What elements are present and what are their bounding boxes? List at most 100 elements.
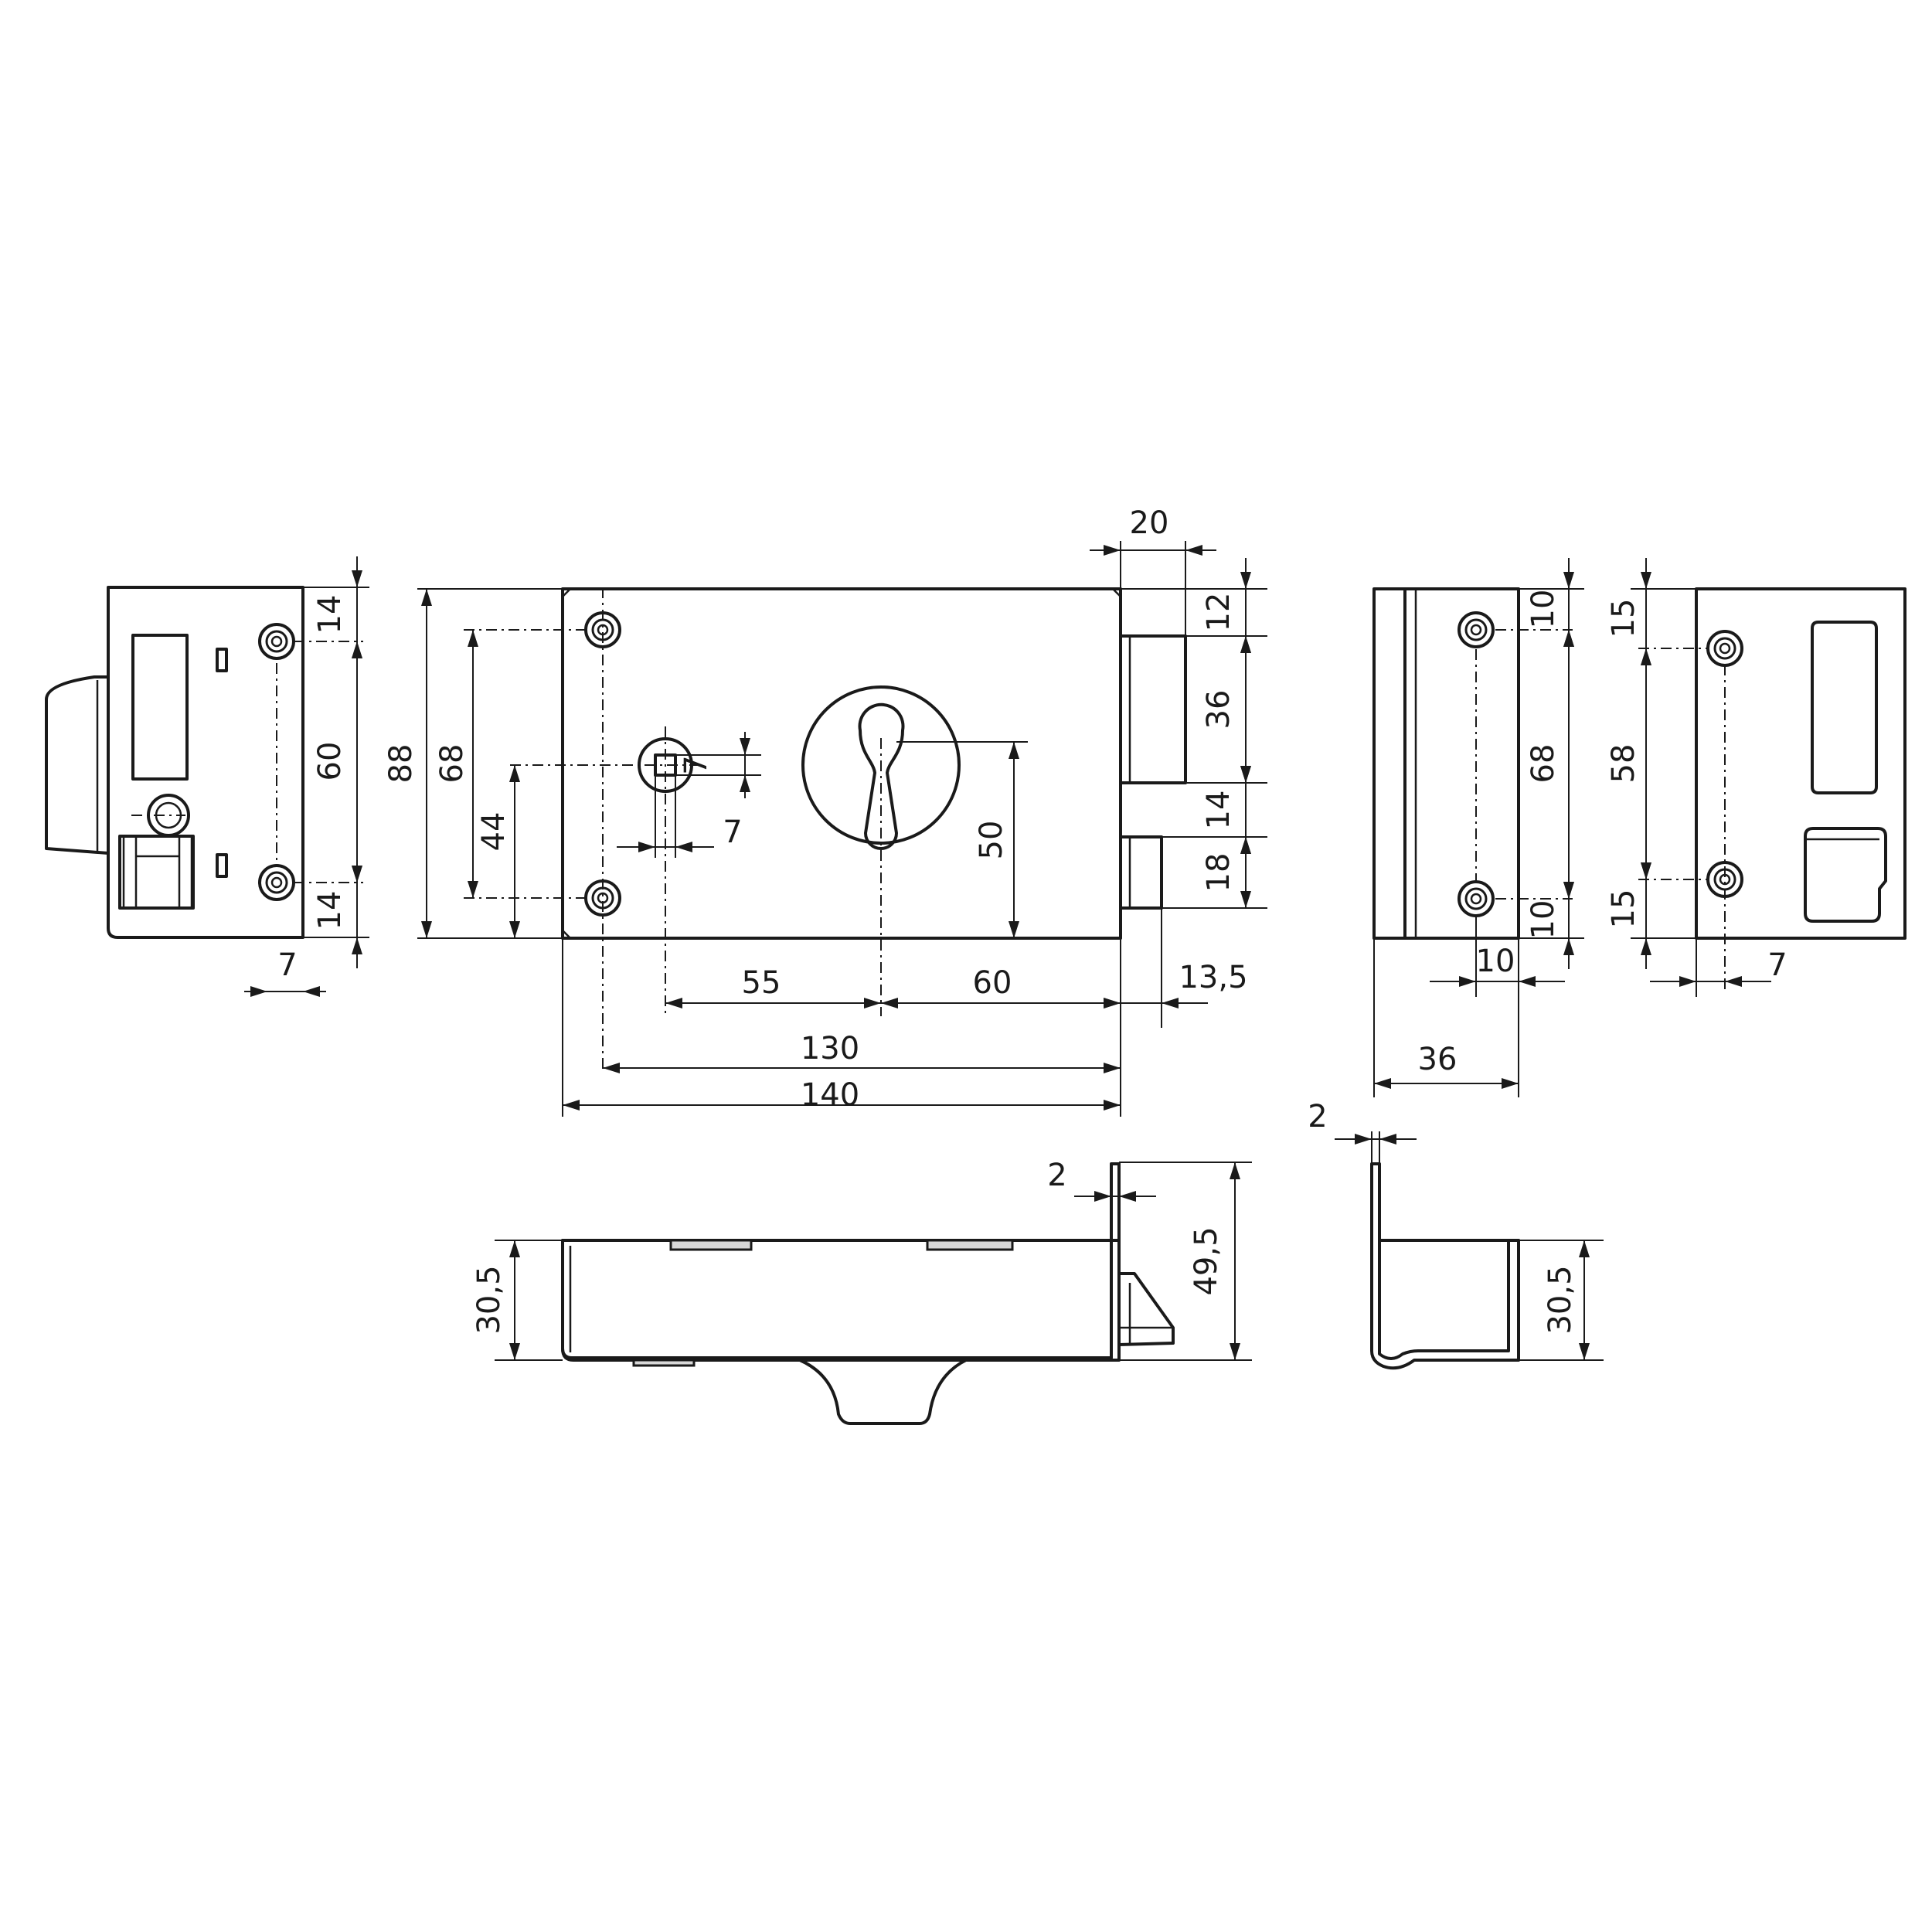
arrowhead (1240, 837, 1251, 854)
arrowhead (509, 1343, 520, 1360)
arrowhead (1679, 976, 1696, 987)
front-view (417, 541, 1267, 1117)
dim-keeper-side-edge-offset: 10 (1476, 944, 1515, 979)
arrowhead (1563, 882, 1574, 899)
arrowhead (1119, 1191, 1136, 1202)
dim-front-cylinder-height: 50 (974, 821, 1009, 860)
arrowhead (1230, 1343, 1240, 1360)
left-side-view (45, 586, 369, 939)
arrowhead (352, 937, 362, 954)
dim-keeper-front-top-offset: 15 (1606, 599, 1641, 638)
arrowhead (881, 998, 898, 1009)
arrowhead (665, 998, 682, 1009)
dim-left-top-offset: 14 (312, 595, 348, 634)
arrowhead (1641, 862, 1651, 879)
dim-keeper-front-bottom-offset: 15 (1606, 889, 1641, 929)
arrowhead (1230, 1162, 1240, 1179)
dim-front-latch-height: 18 (1201, 853, 1236, 893)
screw-icon (258, 864, 295, 901)
dim-front-follower-square: 7 (679, 755, 714, 774)
keeper-bottom-view (1370, 1131, 1604, 1370)
arrowhead (421, 589, 432, 606)
keeper-front-view (1631, 587, 1906, 997)
arrowhead (675, 842, 692, 852)
arrowhead (1009, 921, 1019, 938)
arrowhead (1519, 976, 1536, 987)
dim-front-backset-cylinder: 60 (973, 965, 1012, 1001)
arrowhead (864, 998, 881, 1009)
dim-front-bolt-top: 12 (1201, 593, 1236, 632)
arrowhead (1104, 545, 1121, 556)
dim-keeper-bottom-case-height: 30,5 (1543, 1265, 1578, 1334)
arrowhead (1009, 742, 1019, 759)
dim-left-hole-spacing: 60 (312, 742, 348, 781)
dim-front-backset-follower: 55 (742, 965, 781, 1001)
arrowhead (468, 630, 478, 647)
dim-bottom-plate-thickness: 2 (1047, 1158, 1066, 1193)
dim-keeper-front-hole-spacing: 58 (1606, 744, 1641, 784)
arrowhead (1641, 938, 1651, 955)
arrowhead (1240, 572, 1251, 589)
dim-front-width: 140 (801, 1077, 859, 1113)
screw-icon (1458, 611, 1495, 648)
dim-front-hole-spacing-h: 130 (801, 1031, 859, 1066)
dimension-labels: 14 60 14 7 88 68 44 7 7 50 20 12 36 14 1… (277, 505, 1787, 1335)
arrowhead (1563, 938, 1574, 955)
arrowhead (1374, 1078, 1391, 1089)
arrowhead (1563, 572, 1574, 589)
arrowhead (1579, 1343, 1590, 1360)
dim-front-hole-spacing-v: 68 (434, 744, 470, 784)
arrowhead (740, 775, 750, 792)
dim-left-edge-offset: 7 (277, 947, 297, 983)
dim-bottom-total-height: 49,5 (1189, 1226, 1224, 1295)
arrowhead (1563, 630, 1574, 647)
dim-front-follower-offset: 7 (723, 815, 742, 850)
dim-keeper-side-depth: 36 (1418, 1042, 1458, 1077)
dim-keeper-side-bottom-offset: 10 (1526, 900, 1561, 940)
dim-keeper-front-edge-offset: 7 (1767, 947, 1787, 983)
dim-front-height: 88 (383, 744, 419, 784)
dim-bottom-case-height: 30,5 (471, 1265, 507, 1334)
screw-icon (1458, 880, 1495, 917)
dim-front-follower-height: 44 (476, 812, 512, 852)
arrowhead (563, 1100, 580, 1111)
arrowhead (1355, 1134, 1372, 1145)
dim-keeper-side-top-offset: 10 (1526, 590, 1561, 629)
arrowhead (1502, 1078, 1519, 1089)
bottom-view (495, 1162, 1252, 1425)
arrowhead (1240, 891, 1251, 908)
arrowhead (352, 866, 362, 883)
arrowhead (352, 570, 362, 587)
dim-keeper-side-hole-spacing: 68 (1526, 744, 1561, 784)
arrowhead (1725, 976, 1742, 987)
arrowhead (1094, 1191, 1111, 1202)
arrowhead (1240, 766, 1251, 783)
arrowhead (1104, 1100, 1121, 1111)
arrowhead (1579, 1240, 1590, 1257)
arrowhead (1641, 648, 1651, 665)
dim-keeper-bottom-plate-thickness: 2 (1308, 1099, 1327, 1134)
arrowhead (740, 738, 750, 755)
arrowhead (1104, 1063, 1121, 1073)
arrowhead (509, 1240, 520, 1257)
arrowhead (1104, 998, 1121, 1009)
dim-front-bolt-projection: 13,5 (1179, 960, 1247, 995)
arrowhead (1162, 998, 1179, 1009)
arrowhead (1240, 636, 1251, 653)
arrowhead (1185, 545, 1202, 556)
arrowhead (1379, 1134, 1396, 1145)
arrowhead (509, 765, 520, 782)
arrowhead (250, 986, 267, 997)
dim-front-bolt-width: 20 (1130, 505, 1169, 541)
arrowhead (468, 881, 478, 898)
arrowhead (421, 921, 432, 938)
dim-front-latch-gap: 14 (1201, 791, 1236, 830)
keeper-side-view (1372, 587, 1584, 1097)
arrowhead (509, 921, 520, 938)
arrowhead (1641, 572, 1651, 589)
arrowhead (638, 842, 655, 852)
dim-front-bolt-height: 36 (1201, 690, 1236, 730)
arrowhead (352, 641, 362, 658)
arrowhead (1459, 976, 1476, 987)
